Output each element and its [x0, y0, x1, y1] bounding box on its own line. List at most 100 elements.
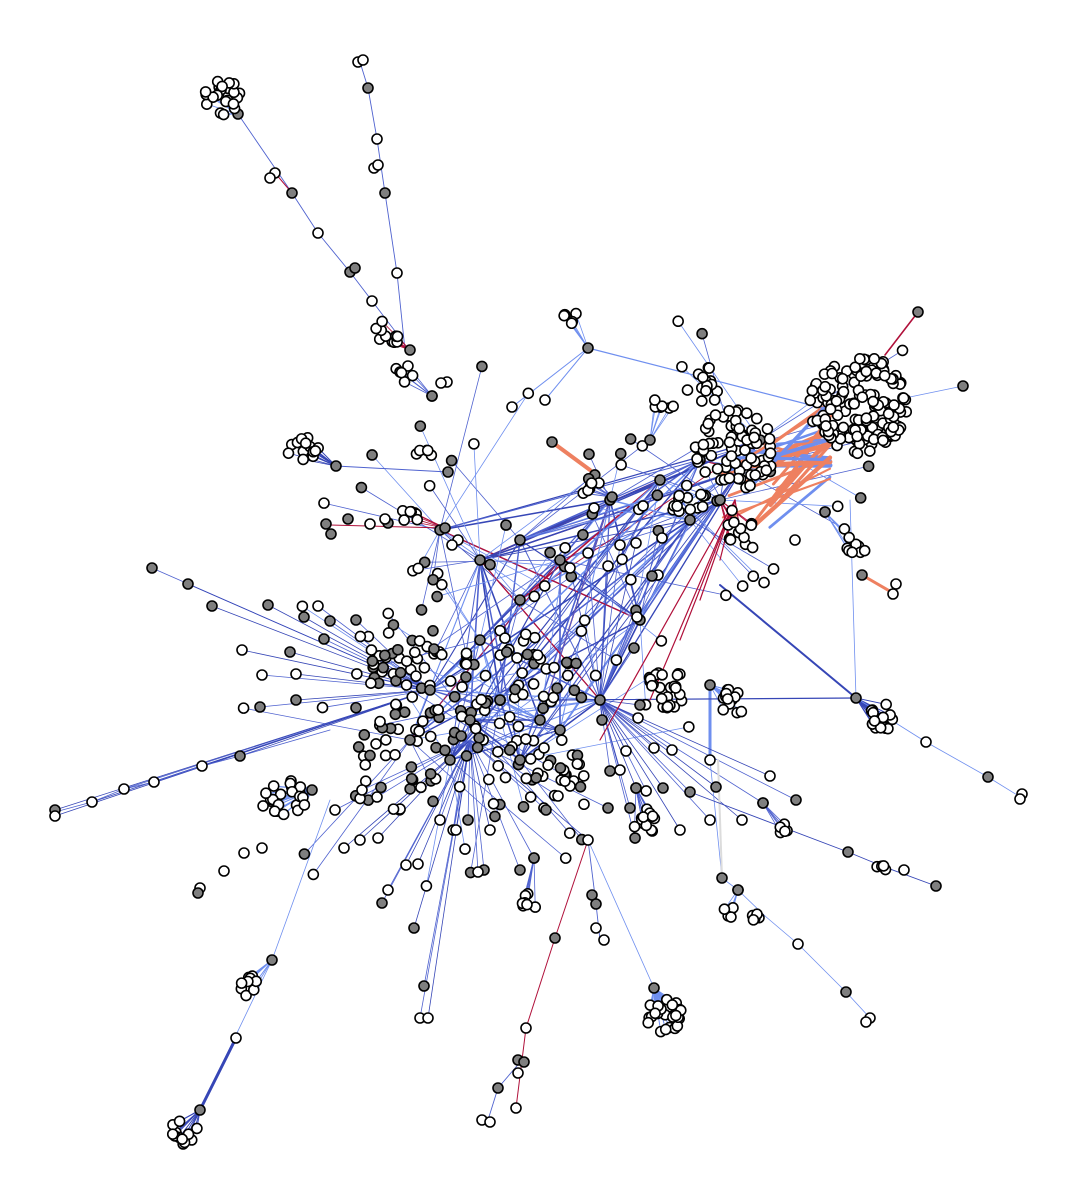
graph-node [166, 1128, 179, 1140]
graph-node [615, 459, 627, 471]
graph-edge [479, 479, 661, 561]
graph-node [745, 519, 758, 531]
graph-node [582, 342, 594, 354]
graph-node [568, 684, 581, 697]
graph-node [423, 479, 436, 492]
graph-node [415, 604, 428, 616]
graph-node [521, 898, 533, 911]
graph-edge [422, 699, 601, 722]
graph-edge [436, 559, 561, 597]
graph-node [640, 785, 652, 797]
graph-node [676, 360, 688, 373]
graph-edge [519, 519, 691, 761]
graph-edge [584, 619, 601, 701]
graph-node [628, 642, 640, 654]
graph-node [779, 825, 791, 838]
graph-node [365, 677, 377, 689]
graph-edge [599, 699, 711, 821]
graph-node [359, 759, 372, 771]
graph-node [748, 431, 760, 444]
graph-node [830, 395, 843, 407]
graph-node [877, 860, 890, 872]
graph-edge [153, 765, 203, 783]
graph-node [683, 721, 695, 733]
graph-node [723, 472, 736, 484]
graph-edge [559, 459, 701, 561]
graph-node [487, 797, 500, 810]
graph-node [849, 361, 861, 374]
graph-edge [599, 699, 664, 789]
graph-node [514, 534, 526, 546]
graph-edge [677, 320, 761, 441]
graph-node [400, 859, 412, 871]
graph-node [620, 745, 632, 757]
graph-node [514, 864, 526, 876]
graph-node [411, 513, 424, 526]
graph-node [424, 684, 436, 696]
graph-node [274, 788, 287, 801]
graph-edge [479, 474, 596, 561]
graph-node [578, 798, 590, 811]
graph-node [700, 385, 712, 397]
graph-node [570, 657, 582, 670]
graph-node [524, 753, 537, 765]
graph-edge [533, 857, 536, 908]
graph-node [868, 715, 881, 727]
graph-node [307, 868, 320, 881]
graph-node [632, 712, 644, 724]
graph-node [670, 1009, 682, 1022]
graph-node [659, 1023, 672, 1036]
graph-edge [201, 755, 241, 767]
graph-node [518, 1056, 530, 1068]
graph-node [725, 450, 738, 462]
graph-node [826, 367, 838, 380]
graph-node [565, 317, 578, 330]
graph-edge [845, 991, 871, 1019]
graph-node [436, 578, 448, 591]
graph-node [709, 409, 722, 421]
graph-node [740, 407, 753, 420]
graph-node [792, 938, 804, 950]
graph-node [651, 489, 664, 502]
graph-node [517, 800, 530, 813]
graph-node [655, 692, 668, 705]
graph-edge [550, 440, 592, 472]
graph-node [492, 760, 504, 772]
graph-node [284, 646, 296, 658]
graph-node [432, 704, 444, 716]
graph-edge [384, 192, 398, 274]
graph-node [764, 447, 777, 460]
graph-node [684, 786, 696, 798]
graph-node [374, 715, 386, 728]
graph-node [736, 580, 749, 592]
graph-node [850, 692, 862, 704]
graph-edge [591, 513, 641, 621]
graph-node [516, 667, 528, 679]
graph-node [637, 811, 650, 823]
graph-node [237, 702, 250, 714]
graph-node [192, 887, 204, 899]
graph-node [409, 646, 421, 659]
graph-node [575, 625, 588, 637]
graph-edge [312, 739, 411, 875]
graph-edge [884, 311, 919, 356]
graph-node [604, 765, 616, 777]
graph-node [483, 773, 495, 786]
graph-node [267, 780, 280, 792]
graph-edge [599, 699, 611, 772]
graph-edge [609, 447, 698, 501]
graph-node [257, 800, 269, 812]
graph-edge [599, 699, 681, 831]
graph-edge [599, 439, 761, 701]
graph-edge [239, 729, 331, 757]
graph-edge [699, 499, 736, 601]
graph-node [702, 417, 715, 430]
graph-node [571, 758, 584, 770]
graph-node [484, 824, 496, 836]
graph-node [657, 782, 669, 794]
graph-node [431, 590, 443, 603]
graph-node [594, 694, 606, 706]
graph-node [238, 847, 250, 859]
graph-node [471, 741, 484, 754]
graph-edge [639, 500, 718, 621]
